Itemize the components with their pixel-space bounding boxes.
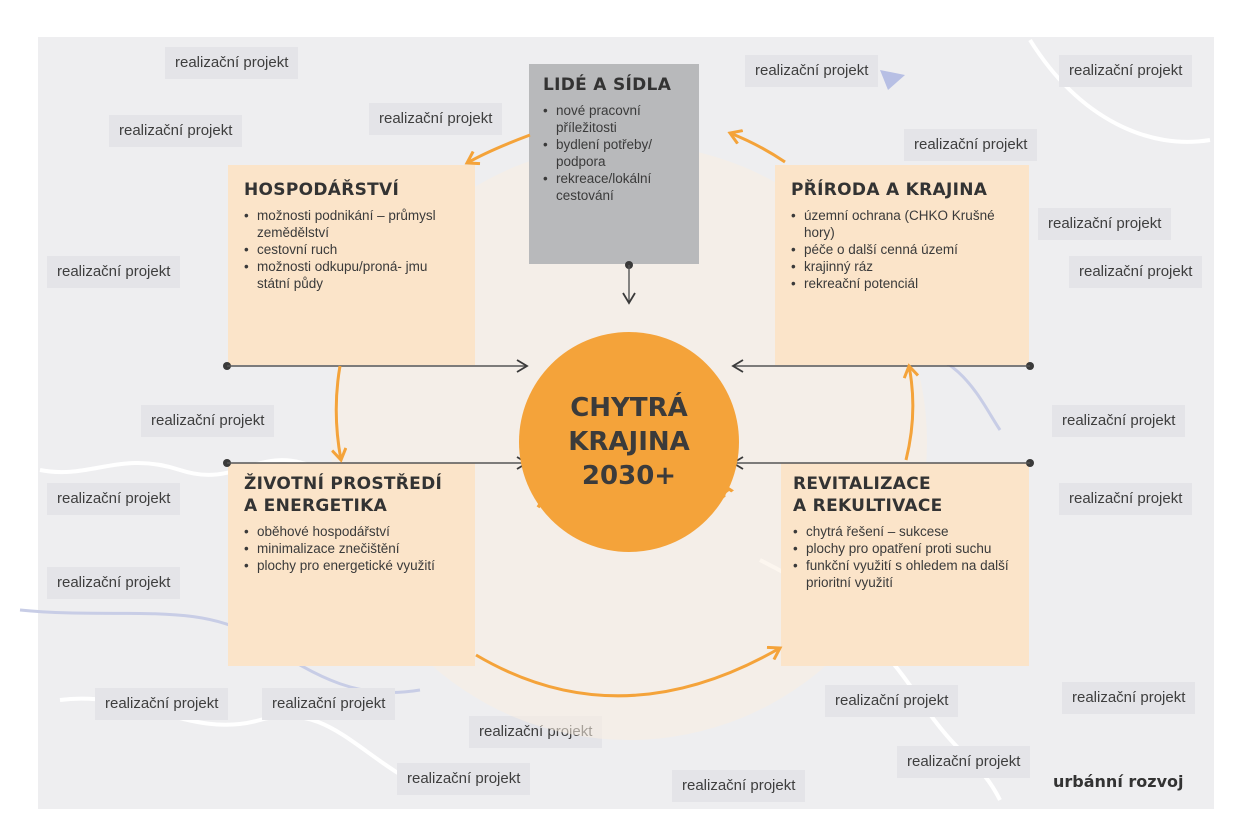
project-tag: realizační projekt bbox=[1052, 405, 1186, 437]
cycle-arrow-left bbox=[336, 365, 341, 460]
project-tag: realizační projekt bbox=[262, 688, 396, 720]
box-title: A REKULTIVACE bbox=[793, 496, 943, 516]
box-list: nové pracovní příležitosti bydlení potře… bbox=[543, 102, 685, 204]
list-item: nové pracovní příležitosti bbox=[543, 102, 685, 136]
project-tag: realizační projekt bbox=[1059, 55, 1193, 87]
box-title: A ENERGETIKA bbox=[244, 496, 388, 516]
project-tag: realizační projekt bbox=[369, 103, 503, 135]
center-title-line: KRAJINA bbox=[568, 427, 690, 457]
list-item: funkční využití s ohledem na další prior… bbox=[793, 557, 1017, 591]
project-tag: realizační projekt bbox=[745, 55, 879, 87]
project-tag: realizační projekt bbox=[47, 567, 181, 599]
list-item: cestovní ruch bbox=[244, 241, 459, 258]
box-title: ŽIVOTNÍ PROSTŘEDÍ bbox=[244, 474, 443, 494]
box-priroda-a-krajina: PŘÍRODA A KRAJINA územní ochrana (CHKO K… bbox=[775, 165, 1029, 365]
project-tag: realizační projekt bbox=[141, 405, 275, 437]
project-tag: realizační projekt bbox=[1038, 208, 1172, 240]
box-list: oběhové hospodářství minimalizace znečiš… bbox=[244, 523, 459, 574]
center-circle: CHYTRÁ KRAJINA 2030+ bbox=[519, 332, 739, 552]
center-title-line: 2030+ bbox=[581, 461, 677, 491]
list-item: územní ochrana (CHKO Krušné hory) bbox=[791, 207, 1013, 241]
box-title: REVITALIZACE bbox=[793, 474, 931, 494]
box-list: územní ochrana (CHKO Krušné hory) péče o… bbox=[791, 207, 1013, 292]
project-tag: realizační projekt bbox=[1062, 682, 1196, 714]
list-item: minimalizace znečištění bbox=[244, 540, 459, 557]
project-tag: realizační projekt bbox=[897, 746, 1031, 778]
project-tag: realizační projekt bbox=[95, 688, 229, 720]
list-item: plochy pro energetické využití bbox=[244, 557, 459, 574]
connector-revitalizace bbox=[731, 456, 1034, 470]
list-item: chytrá řešení – sukcese bbox=[793, 523, 1017, 540]
project-tag: realizační projekt bbox=[1059, 483, 1193, 515]
project-tag: realizační projekt bbox=[109, 115, 243, 147]
box-hospodarstvi: HOSPODÁŘSTVÍ možnosti podnikání – průmys… bbox=[228, 165, 475, 365]
list-item: možnosti odkupu/proná- jmu státní půdy bbox=[244, 258, 459, 292]
box-revitalizace: REVITALIZACE A REKULTIVACE chytrá řešení… bbox=[781, 463, 1029, 666]
footer-label: urbánní rozvoj bbox=[1053, 772, 1184, 791]
connector-priroda bbox=[731, 359, 1034, 373]
project-tag: realizační projekt bbox=[47, 256, 181, 288]
box-title: HOSPODÁŘSTVÍ bbox=[244, 180, 400, 200]
cycle-arrow-right bbox=[906, 366, 913, 461]
project-tag: realizační projekt bbox=[1069, 256, 1203, 288]
center-title-line: CHYTRÁ bbox=[570, 393, 688, 423]
connector-zivotni bbox=[223, 456, 529, 470]
cycle-arrow-top-right bbox=[730, 133, 786, 164]
project-tag: realizační projekt bbox=[825, 685, 959, 717]
cycle-arrow-top-left bbox=[467, 133, 531, 163]
list-item: péče o další cenná území bbox=[791, 241, 1013, 258]
connector-hospodarstvi bbox=[223, 359, 529, 373]
box-lide-a-sidla: LIDÉ A SÍDLA nové pracovní příležitosti … bbox=[529, 64, 699, 264]
box-list: možnosti podnikání – průmysl zemědělství… bbox=[244, 207, 459, 292]
list-item: oběhové hospodářství bbox=[244, 523, 459, 540]
project-tag: realizační projekt bbox=[397, 763, 531, 795]
list-item: rekreační potenciál bbox=[791, 275, 1013, 292]
list-item: rekreace/lokální cestování bbox=[543, 170, 685, 204]
box-title: PŘÍRODA A KRAJINA bbox=[791, 180, 988, 200]
project-tag: realizační projekt bbox=[904, 129, 1038, 161]
list-item: plochy pro opatření proti suchu bbox=[793, 540, 1017, 557]
box-title: LIDÉ A SÍDLA bbox=[543, 75, 672, 95]
cycle-arrow-bottom bbox=[475, 648, 780, 698]
box-list: chytrá řešení – sukcese plochy pro opatř… bbox=[793, 523, 1017, 591]
project-tag: realizační projekt bbox=[672, 770, 806, 802]
list-item: bydlení potřeby/ podpora bbox=[543, 136, 685, 170]
project-tag: realizační projekt bbox=[47, 483, 181, 515]
list-item: krajinný ráz bbox=[791, 258, 1013, 275]
list-item: možnosti podnikání – průmysl zemědělství bbox=[244, 207, 459, 241]
box-zivotni-prostredi: ŽIVOTNÍ PROSTŘEDÍ A ENERGETIKA oběhové h… bbox=[228, 463, 475, 666]
connector-lide bbox=[622, 261, 636, 305]
project-tag: realizační projekt bbox=[165, 47, 299, 79]
